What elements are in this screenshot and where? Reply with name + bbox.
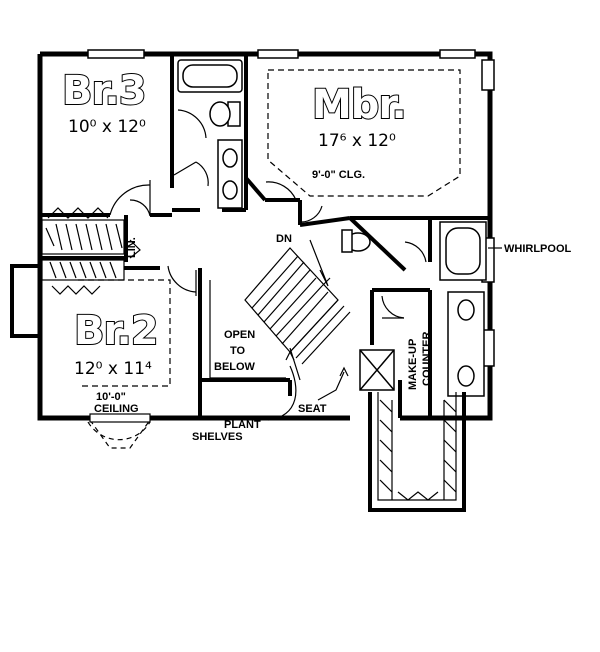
plant-shelves-line1: PLANT [224, 419, 261, 431]
room-mbr-ceiling: 9'-0" CLG. [312, 169, 365, 181]
room-br2-ceiling-label: CEILING [94, 403, 139, 415]
plant-shelves-leaders [267, 347, 349, 421]
bath-upper-fixtures [177, 59, 243, 209]
bay-projection [10, 264, 40, 338]
staircase [244, 239, 351, 365]
room-br3-name: Br.3 [62, 68, 146, 114]
makeup-counter-line2: COUNTER [421, 332, 433, 386]
stairs-down-label: DN [276, 233, 292, 245]
interior-walls [40, 54, 490, 418]
open-to-below-line2: TO [230, 345, 246, 357]
makeup-counter-line1: MAKE-UP [407, 339, 419, 390]
open-to-below: OPEN TO BELOW [209, 280, 286, 379]
plant-shelves-line2: SHELVES [192, 431, 243, 443]
whirlpool-label: WHIRLPOOL [504, 243, 571, 255]
closets-left [41, 207, 125, 295]
room-mbr-dims: 17⁶ x 12⁰ [318, 131, 396, 151]
windows [87, 49, 495, 367]
room-mbr: Mbr. 17⁶ x 12⁰ 9'-0" CLG. [267, 69, 461, 197]
room-br2-dims: 12⁰ x 11⁴ [74, 359, 152, 379]
room-br2-name: Br.2 [74, 308, 158, 354]
room-br3: Br.3 10⁰ x 12⁰ [61, 67, 148, 137]
room-br3-dims: 10⁰ x 12⁰ [68, 117, 146, 137]
walk-in-closet [368, 392, 466, 512]
room-mbr-name: Mbr. [312, 82, 406, 128]
room-br2-ceiling-value: 10'-0" [96, 391, 126, 403]
linen-label: LIN. [126, 237, 138, 258]
open-to-below-line1: OPEN [224, 329, 255, 341]
open-to-below-line3: BELOW [214, 361, 256, 373]
door-swings [109, 109, 427, 319]
seat-label: SEAT [298, 403, 327, 415]
room-br2: Br.2 12⁰ x 11⁴ 10'-0" CEILING [73, 279, 171, 449]
